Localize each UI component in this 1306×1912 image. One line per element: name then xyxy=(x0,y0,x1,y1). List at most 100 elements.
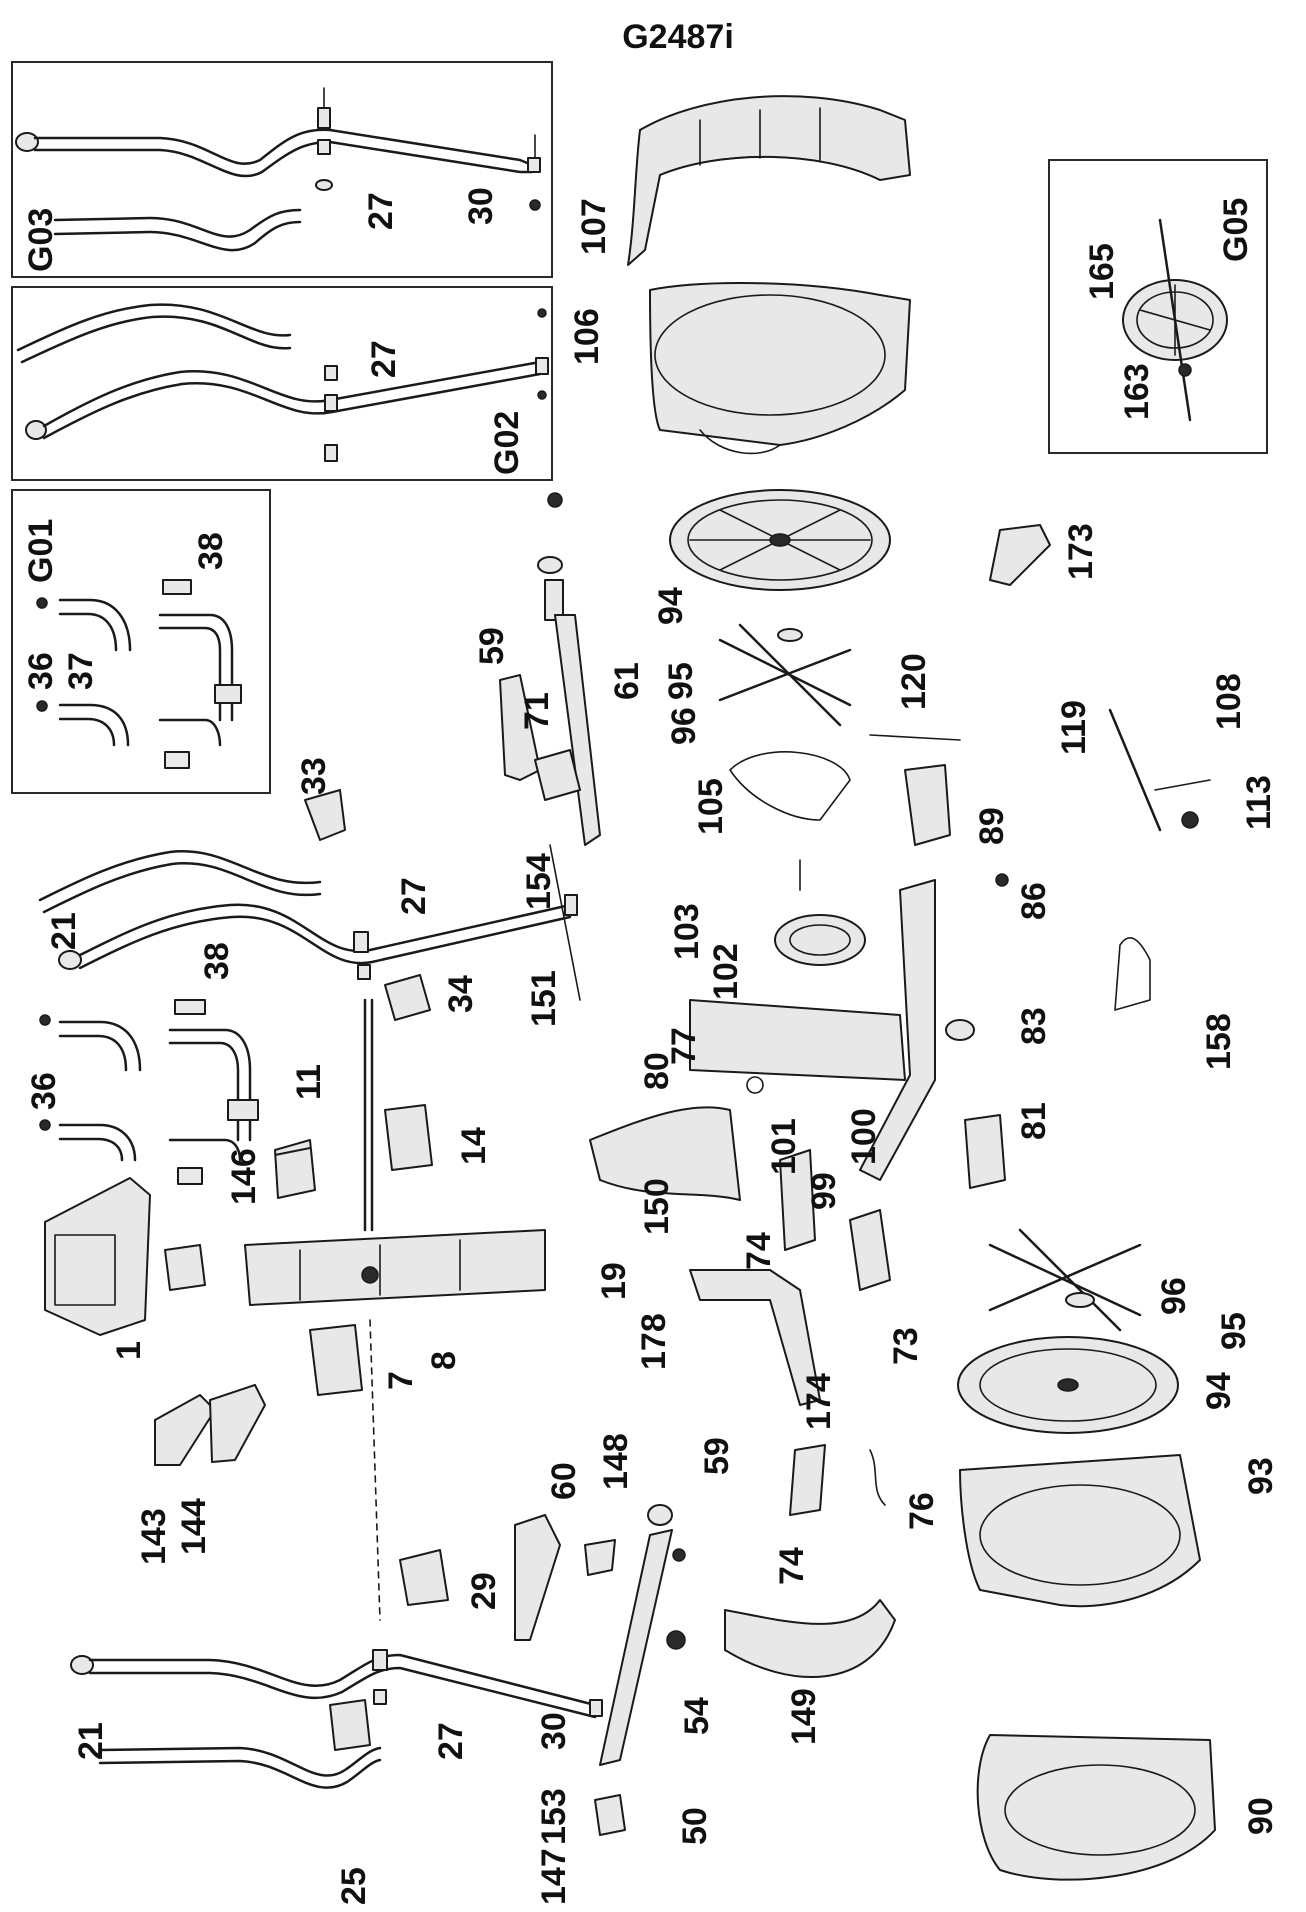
label-178: 178 xyxy=(635,1313,673,1370)
label-94b: 94 xyxy=(1200,1372,1238,1410)
label-14: 14 xyxy=(455,1127,493,1165)
main-handles xyxy=(39,999,259,1185)
label-80: 80 xyxy=(638,1052,676,1090)
label-143: 143 xyxy=(135,1508,173,1565)
label-76: 76 xyxy=(903,1492,941,1530)
bracket-95-96-lower xyxy=(988,1228,1142,1332)
label-27c: 27 xyxy=(395,877,433,915)
label-119: 119 xyxy=(1055,700,1093,755)
spring-assembly xyxy=(1108,708,1211,832)
label-19: 19 xyxy=(595,1262,633,1300)
label-95a: 95 xyxy=(662,662,700,700)
pedals xyxy=(154,1384,266,1466)
label-30b: 30 xyxy=(535,1712,573,1750)
label-108: 108 xyxy=(1210,673,1248,730)
belt-105 xyxy=(729,751,851,821)
label-153: 153 xyxy=(535,1788,573,1845)
label-101: 101 xyxy=(765,1118,803,1175)
label-50: 50 xyxy=(676,1807,714,1845)
label-81: 81 xyxy=(1015,1102,1053,1140)
label-30a: 30 xyxy=(462,187,500,225)
label-150: 150 xyxy=(638,1178,676,1235)
label-27d: 27 xyxy=(432,1722,470,1760)
label-90: 90 xyxy=(1242,1797,1280,1835)
model-title: G2487i xyxy=(622,18,734,56)
label-33: 33 xyxy=(295,757,333,795)
label-77: 77 xyxy=(665,1027,703,1065)
label-174: 174 xyxy=(800,1373,838,1430)
g02-arms xyxy=(16,303,549,462)
lower-arms xyxy=(70,1649,626,1836)
label-94a: 94 xyxy=(652,587,690,625)
label-107: 107 xyxy=(575,198,613,255)
label-61: 61 xyxy=(608,662,646,700)
shroud-90 xyxy=(976,1734,1216,1881)
label-38b: 38 xyxy=(198,942,236,980)
pivot-assembly xyxy=(274,974,433,1232)
inset-g02-frame xyxy=(11,286,553,481)
label-74a: 74 xyxy=(740,1232,778,1270)
label-7: 7 xyxy=(382,1371,420,1390)
bracket-95-96-upper xyxy=(718,623,852,727)
label-86: 86 xyxy=(1015,882,1053,920)
label-G03: G03 xyxy=(22,208,60,272)
flywheel-94-lower xyxy=(957,1336,1179,1434)
label-36b: 36 xyxy=(25,1072,63,1110)
label-59b: 59 xyxy=(698,1437,736,1475)
inset-g05-frame xyxy=(1048,159,1268,454)
label-71: 71 xyxy=(518,692,556,730)
part-173 xyxy=(989,524,1051,586)
label-83: 83 xyxy=(1015,1007,1053,1045)
part-89 xyxy=(904,764,951,846)
label-148: 148 xyxy=(597,1433,635,1490)
pulley xyxy=(774,859,866,966)
console-1 xyxy=(44,1177,206,1336)
label-8: 8 xyxy=(425,1351,463,1370)
label-144: 144 xyxy=(175,1498,213,1555)
crank-arm-upper xyxy=(499,492,601,1001)
mid-frame xyxy=(589,879,936,1406)
inset-g03-frame xyxy=(11,61,553,278)
main-upper-arms xyxy=(38,789,578,980)
label-163: 163 xyxy=(1118,363,1156,420)
label-99: 99 xyxy=(805,1172,843,1210)
part-29 xyxy=(399,1549,449,1606)
right-side-parts xyxy=(945,873,1151,1189)
shroud-93 xyxy=(959,1454,1201,1608)
flywheel-94-upper xyxy=(669,489,891,591)
label-96a: 96 xyxy=(665,707,703,745)
part-7 xyxy=(309,1319,381,1621)
label-27a: 27 xyxy=(362,192,400,230)
label-27b: 27 xyxy=(365,340,403,378)
lower-crank-arm xyxy=(514,1504,686,1766)
label-59a: 59 xyxy=(473,627,511,665)
label-102: 102 xyxy=(707,943,745,1000)
label-173: 173 xyxy=(1062,523,1100,580)
label-G02: G02 xyxy=(488,411,526,475)
shroud-107 xyxy=(627,95,911,266)
label-74b: 74 xyxy=(773,1547,811,1585)
g05-flywheel xyxy=(1122,218,1228,422)
shroud-106 xyxy=(649,282,911,455)
label-113: 113 xyxy=(1240,775,1278,830)
label-38a: 38 xyxy=(192,532,230,570)
label-G05: G05 xyxy=(1217,198,1255,262)
label-120: 120 xyxy=(895,653,933,710)
label-151: 151 xyxy=(525,970,563,1027)
label-146: 146 xyxy=(225,1148,263,1205)
label-73: 73 xyxy=(887,1327,925,1365)
label-147: 147 xyxy=(535,1848,573,1905)
label-165: 165 xyxy=(1083,243,1121,300)
label-93: 93 xyxy=(1242,1457,1280,1495)
label-149: 149 xyxy=(785,1688,823,1745)
label-21a: 21 xyxy=(45,912,83,950)
label-105: 105 xyxy=(692,778,730,835)
label-154: 154 xyxy=(520,853,558,910)
label-106: 106 xyxy=(568,308,606,365)
label-11: 11 xyxy=(290,1064,328,1100)
label-54: 54 xyxy=(678,1697,716,1735)
label-1: 1 xyxy=(110,1341,148,1360)
label-103: 103 xyxy=(668,903,706,960)
label-G01: G01 xyxy=(22,519,60,583)
